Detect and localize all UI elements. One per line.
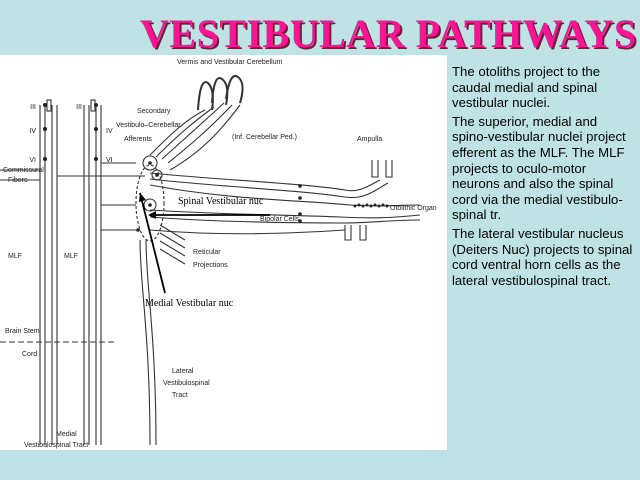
- vestibular-nucleus-outline: [135, 164, 165, 242]
- explanation-paragraph-2: The superior, medial and spino-vestibula…: [452, 113, 626, 223]
- ampulla-receptor-1: [371, 160, 379, 178]
- label-ampulla: Ampulla: [357, 136, 382, 143]
- ampulla-receptor-2: [385, 160, 393, 178]
- label-commissural: Commissural: [3, 167, 44, 174]
- label-reticular: Reticular: [193, 249, 221, 256]
- explanation-paragraph-1: The otoliths project to the caudal media…: [452, 64, 601, 111]
- otolithic-organ-granules: [353, 203, 389, 208]
- label-mlf-right: MLF: [64, 253, 78, 260]
- label-otolithic-organ: Otolithic Organ: [390, 205, 437, 212]
- label-projections: Projections: [193, 262, 228, 269]
- medial-nuc-pointer: [139, 192, 166, 294]
- superior-nucleus: [142, 155, 158, 171]
- explanation-paragraph-3: The lateral vestibular nucleus (Deiters …: [452, 225, 633, 288]
- explanation-text: The otoliths project to the caudal media…: [452, 64, 636, 291]
- diagram-drawing: Vermis and Vestibular Cerebellum Seconda…: [0, 59, 437, 449]
- label-nerve-vi-left: VI: [29, 157, 36, 164]
- label-nerve-iv-right: IV: [106, 128, 113, 135]
- label-nerve-iv-left: IV: [29, 128, 36, 135]
- label-lateral: Lateral: [172, 368, 194, 375]
- cerebellum-folium-3: [225, 75, 244, 104]
- label-secondary: Secondary: [137, 108, 171, 115]
- label-vestibulo-cerebellar: Vestibulo–Cerebellar: [116, 122, 181, 129]
- label-medial: Medial: [56, 431, 77, 438]
- label-bipolar-cells: Bipolar Cells: [260, 216, 300, 223]
- annotation-spinal-vestibular-nuc: Spinal Vestibular nuc: [178, 196, 264, 207]
- label-mlf-left: MLF: [8, 253, 22, 260]
- label-vestibulospinal: Vestibulospinal: [163, 380, 210, 387]
- label-medial-vestibulospinal-tract: Vestibulospinal Tract: [24, 442, 88, 449]
- annotation-medial-vestibular-nuc: Medial Vestibular nuc: [145, 298, 234, 309]
- label-inf-cerebellar-ped: (Inf. Cerebellar Ped.): [232, 134, 297, 141]
- label-fibers: Fibers: [8, 177, 28, 184]
- label-brain-stem: Brain Stem: [5, 328, 40, 335]
- cerebellum-folium-1: [197, 81, 214, 111]
- vestibular-pathway-diagram: Vermis and Vestibular Cerebellum Seconda…: [0, 55, 447, 450]
- label-afferents: Afferents: [124, 136, 152, 143]
- label-tract: Tract: [172, 392, 188, 399]
- cerebellum-folium-2: [211, 77, 229, 106]
- label-nerve-vi-right: VI: [106, 157, 113, 164]
- label-cord: Cord: [22, 351, 37, 358]
- nerve-iii-left-box: [46, 99, 52, 112]
- slide-title: VESTIBULAR PATHWAYS: [140, 11, 637, 56]
- label-vermis: Vermis and Vestibular Cerebellum: [177, 59, 283, 66]
- lateral-vestibulospinal-tract: [139, 239, 151, 446]
- label-nerve-iii-left: III: [30, 104, 36, 111]
- label-nerve-iii-right: III: [76, 104, 82, 111]
